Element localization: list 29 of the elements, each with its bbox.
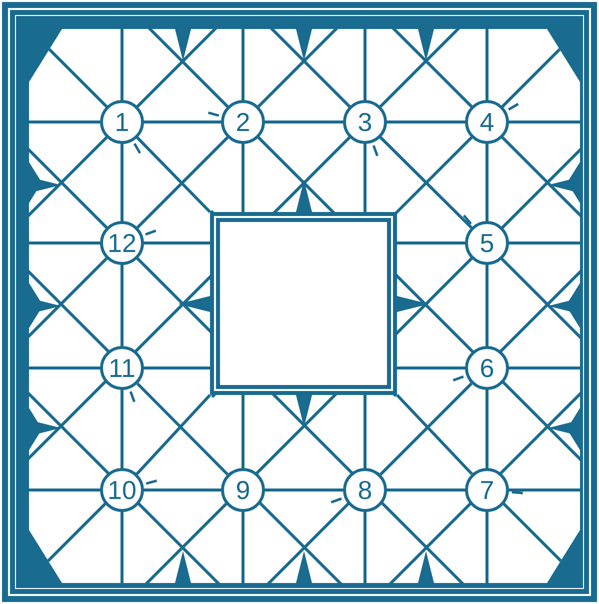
connector-line <box>486 390 488 468</box>
connector-line <box>486 265 488 346</box>
connector-line <box>396 394 473 476</box>
connector-line <box>265 488 343 492</box>
connector-line <box>242 395 244 468</box>
center-square <box>210 212 397 395</box>
connector-line <box>136 136 212 214</box>
connector-line <box>144 366 210 370</box>
connector-line <box>387 120 465 124</box>
connector-line <box>380 136 472 229</box>
connector-line <box>265 120 343 124</box>
connector-line <box>120 265 124 346</box>
connector-line <box>397 242 465 244</box>
connector-line <box>397 366 465 370</box>
connector-line <box>380 382 472 476</box>
connector-line <box>136 394 212 475</box>
connector-line <box>396 136 472 214</box>
connector-line <box>364 395 366 468</box>
connector-line <box>144 242 210 244</box>
connector-line <box>136 382 229 476</box>
connector-line <box>364 144 366 212</box>
connector-line <box>144 488 221 492</box>
connector-line <box>120 144 124 221</box>
connector-line <box>144 120 221 124</box>
connector-line <box>136 136 228 228</box>
connector-line <box>387 488 465 492</box>
connector-line <box>242 144 244 212</box>
connector-line <box>120 390 124 468</box>
connector-line <box>486 144 488 221</box>
